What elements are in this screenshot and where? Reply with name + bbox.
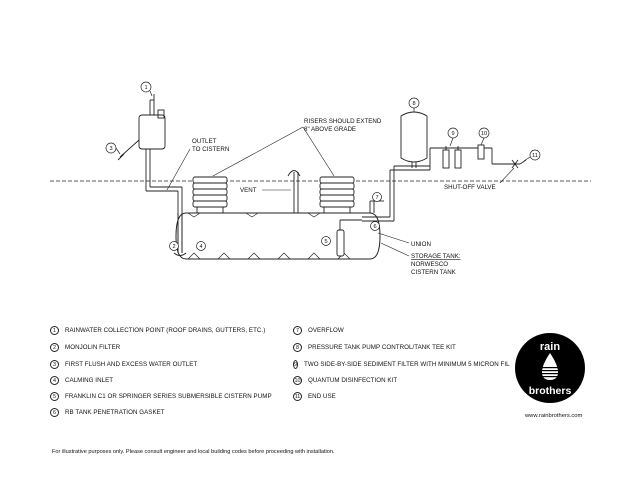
footer-disclaimer: For illustrative purposes only. Please c… bbox=[52, 449, 335, 455]
callout-1: 1 bbox=[144, 85, 147, 91]
legend-num: 3 bbox=[50, 360, 59, 369]
callout-numbers: 1 2 3 4 5 6 7 8 9 10 11 bbox=[109, 85, 537, 250]
logo-text-rain: rain bbox=[540, 341, 560, 353]
legend-item-6: 6 RB TANK PENETRATION GASKET bbox=[50, 408, 165, 417]
callout-5: 5 bbox=[324, 239, 327, 245]
storage-label-1: STORAGE TANK: bbox=[411, 253, 461, 260]
callout-8: 8 bbox=[412, 101, 415, 107]
storage-leader bbox=[380, 242, 410, 257]
legend-item-1: 1 RAINWATER COLLECTION POINT (ROOF DRAIN… bbox=[50, 326, 265, 335]
union-label: UNION bbox=[411, 241, 431, 248]
logo-url[interactable]: www.rainbrothers.com bbox=[525, 413, 583, 419]
legend-text: END USE bbox=[308, 392, 336, 400]
legend-item-2: 2 MONJOLIN FILTER bbox=[50, 343, 120, 352]
legend-num: 11 bbox=[293, 392, 302, 401]
legend-text: PRESSURE TANK PUMP CONTROL/TANK TEE KIT bbox=[308, 343, 456, 351]
legend-item-11: 11 END USE bbox=[293, 392, 336, 401]
submersible-pump bbox=[336, 219, 362, 257]
legend-item-5: 5 FRANKLIN C1 OR SPRINGER SERIES SUBMERS… bbox=[50, 392, 272, 401]
legend-text: QUANTUM DISINFECTION KIT bbox=[308, 376, 398, 384]
legend-text: RAINWATER COLLECTION POINT (ROOF DRAINS,… bbox=[65, 326, 266, 334]
legend-item-8: 8 PRESSURE TANK PUMP CONTROL/TANK TEE KI… bbox=[293, 343, 456, 352]
legend-num: 2 bbox=[50, 343, 59, 352]
legend-num: 9 bbox=[293, 360, 298, 369]
system-diagram: 1 2 3 4 5 6 7 8 9 10 11 OUTLET TO CISTER… bbox=[50, 81, 591, 276]
callout-3: 3 bbox=[109, 146, 112, 152]
legend-item-4: 4 CALMING INLET bbox=[50, 376, 113, 385]
legend-num: 5 bbox=[50, 392, 59, 401]
risers-label-2: 8" ABOVE GRADE bbox=[304, 126, 356, 133]
legend-item-3: 3 FIRST FLUSH AND EXCESS WATER OUTLET bbox=[50, 360, 197, 369]
callout-7: 7 bbox=[375, 195, 378, 201]
shutoff-label: SHUT-OFF VALVE bbox=[444, 184, 496, 191]
outlet-leader bbox=[166, 148, 191, 191]
logo-text-brothers: brothers bbox=[529, 385, 572, 397]
storage-label-2: NORWESCO bbox=[411, 261, 448, 268]
riser-right bbox=[319, 176, 355, 213]
vent-label: VENT bbox=[240, 187, 257, 194]
legend-text: MONJOLIN FILTER bbox=[65, 343, 121, 351]
legend-text: OVERFLOW bbox=[308, 326, 344, 334]
discharge-line bbox=[362, 165, 430, 222]
callout-10: 10 bbox=[481, 131, 487, 137]
riser-leader-left bbox=[212, 126, 304, 177]
riser-leader-right bbox=[302, 126, 335, 177]
legend-text: RB TANK PENETRATION GASKET bbox=[65, 408, 165, 416]
callout-6: 6 bbox=[373, 224, 376, 230]
callout-4: 4 bbox=[199, 244, 202, 250]
monjolin-filter bbox=[117, 94, 183, 213]
legend-text: CALMING INLET bbox=[65, 376, 114, 384]
storage-label-3: CISTERN TANK bbox=[411, 269, 457, 276]
rain-brothers-logo: rain brothers bbox=[515, 333, 585, 403]
callout-11: 11 bbox=[532, 153, 538, 159]
legend-num: 6 bbox=[50, 408, 59, 417]
legend-num: 4 bbox=[50, 376, 59, 385]
callouts bbox=[105, 81, 541, 251]
legend-text: FRANKLIN C1 OR SPRINGER SERIES SUBMERSIB… bbox=[65, 392, 272, 400]
outlet-label-1: OUTLET bbox=[192, 138, 217, 145]
legend-text: FIRST FLUSH AND EXCESS WATER OUTLET bbox=[65, 360, 198, 368]
callout-9: 9 bbox=[451, 131, 454, 137]
legend-num: 7 bbox=[293, 326, 302, 335]
legend-num: 8 bbox=[293, 343, 302, 352]
legend-text: TWO SIDE-BY-SIDE SEDIMENT FILTER WITH MI… bbox=[304, 360, 510, 368]
sediment-filters bbox=[429, 146, 470, 170]
union-leader bbox=[377, 232, 410, 244]
callout-2: 2 bbox=[172, 244, 175, 250]
vent-pipe bbox=[287, 170, 301, 213]
legend-item-10: 10 QUANTUM DISINFECTION KIT bbox=[293, 376, 397, 385]
legend-item-7: 7 OVERFLOW bbox=[293, 326, 344, 335]
shutoff-leader bbox=[499, 167, 515, 184]
legend-num: 10 bbox=[293, 376, 302, 385]
outlet-label-2: TO CISTERN bbox=[192, 146, 229, 153]
legend-item-9: 9 TWO SIDE-BY-SIDE SEDIMENT FILTER WITH … bbox=[293, 360, 510, 369]
legend-num: 1 bbox=[50, 326, 59, 335]
pressure-tank bbox=[400, 111, 428, 168]
risers-label-1: RISERS SHOULD EXTEND bbox=[304, 118, 382, 125]
riser-left bbox=[192, 176, 228, 213]
